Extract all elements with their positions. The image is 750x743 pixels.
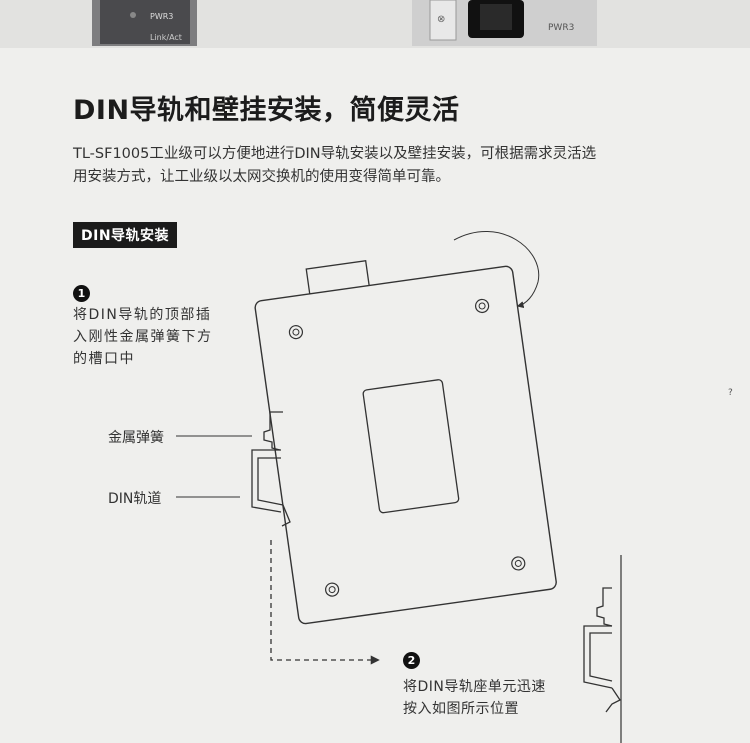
step-1-line-1: 将DIN导轨的顶部插 xyxy=(73,307,212,323)
step-1-line-3: 的槽口中 xyxy=(73,351,135,367)
screw-bottom-left-icon xyxy=(325,582,340,597)
svg-text:⊗: ⊗ xyxy=(437,14,445,25)
product-photo-strip: PWR3 Link/Act ⊗ PWR3 xyxy=(0,0,750,48)
screw-top-right-icon xyxy=(474,298,490,314)
dashed-guide-arrow xyxy=(270,540,380,665)
pwr-label-left: PWR3 xyxy=(150,12,173,21)
description-line-1: TL-SF1005工业级可以方便地进行DIN导轨安装以及壁挂安装，可根据需求灵活… xyxy=(73,146,597,162)
label-din-rail: DIN轨道 xyxy=(108,491,162,507)
metal-spring-right xyxy=(596,587,613,627)
screw-bottom-right-icon xyxy=(511,556,526,571)
step-2-line-1: 将DIN导轨座单元迅速 xyxy=(403,679,546,695)
description: TL-SF1005工业级可以方便地进行DIN导轨安装以及壁挂安装，可根据需求灵活… xyxy=(73,143,653,189)
label-window xyxy=(362,379,460,514)
step-2-text: 将DIN导轨座单元迅速 按入如图所示位置 xyxy=(403,676,546,720)
description-line-2: 用安装方式，让工业级以太网交换机的使用变得简单可靠。 xyxy=(73,169,450,185)
step-1-badge: 1 xyxy=(73,285,90,302)
pwr-label-right: PWR3 xyxy=(548,23,574,33)
stray-mark: ? xyxy=(728,388,733,398)
step-2-badge: 2 xyxy=(403,652,420,669)
section-tag-din-rail: DIN导轨安装 xyxy=(73,222,178,248)
label-metal-spring: 金属弹簧 xyxy=(108,430,164,446)
metal-spring-left xyxy=(263,411,283,451)
din-rail-left xyxy=(251,449,291,527)
step-1-line-2: 入刚性金属弹簧下方 xyxy=(73,329,213,345)
din-rail-right xyxy=(583,625,621,713)
step-1-text: 将DIN导轨的顶部插 入刚性金属弹簧下方 的槽口中 xyxy=(73,304,213,370)
step-2-line-2: 按入如图所示位置 xyxy=(403,701,519,717)
page-title: DIN导轨和壁挂安装，简便灵活 xyxy=(73,95,460,126)
rotation-arrow xyxy=(453,231,540,309)
switch-body xyxy=(254,259,557,625)
screw-top-left-icon xyxy=(288,325,304,340)
act-label-left: Link/Act xyxy=(150,33,182,42)
